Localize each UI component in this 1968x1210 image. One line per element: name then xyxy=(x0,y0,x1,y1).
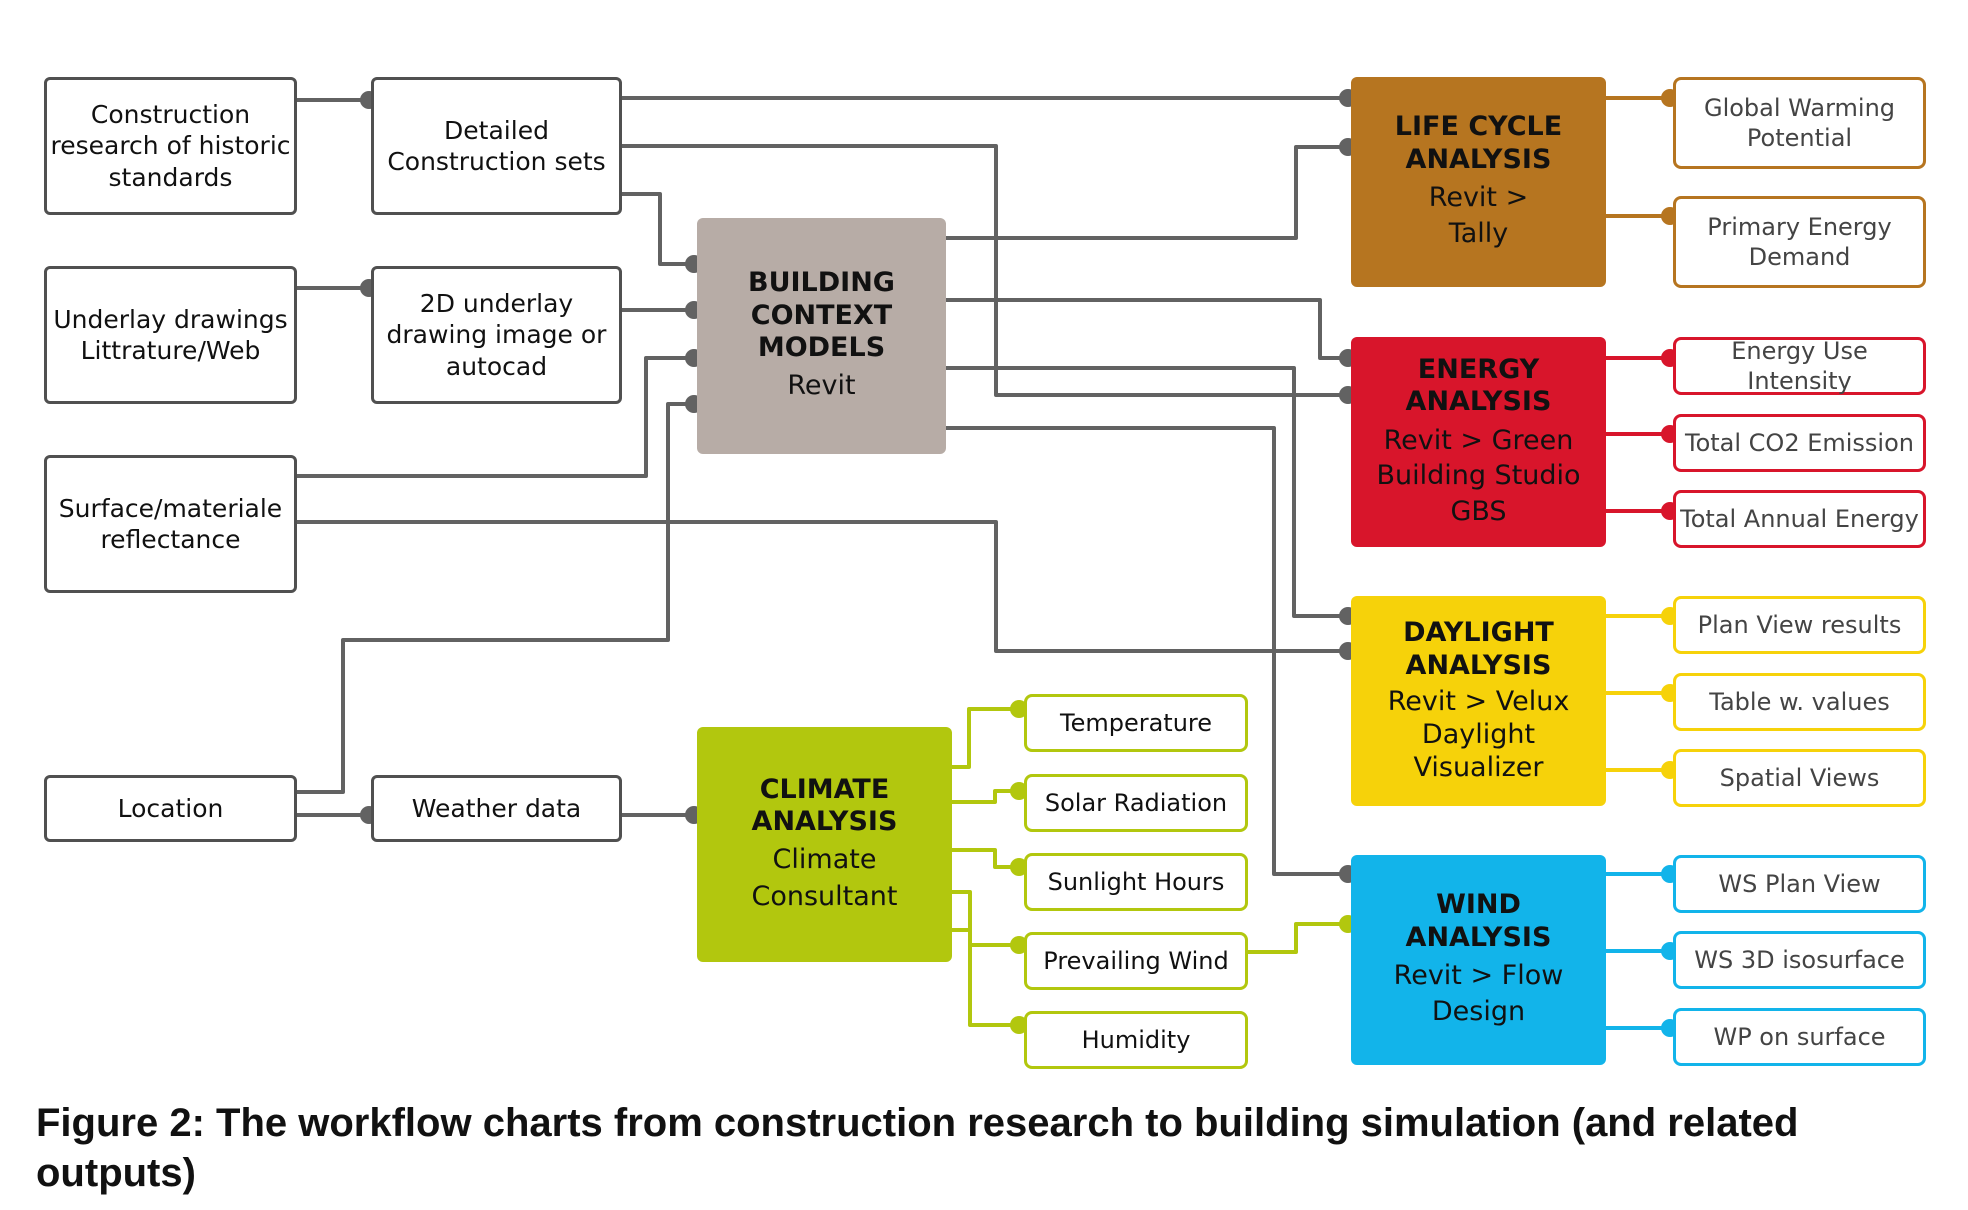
source-underlay-drawings: Underlay drawings Littrature/Web xyxy=(44,266,297,404)
climate-output-prevailing-wind: Prevailing Wind xyxy=(1024,932,1248,990)
climate-output-solar-radiation: Solar Radiation xyxy=(1024,774,1248,832)
connector-climate-temperature xyxy=(946,707,1019,769)
wind-analysis-tool: Revit > Flow Design xyxy=(1393,959,1564,1028)
life-cycle-analysis-node: LIFE CYCLE ANALYSIS Revit > Tally xyxy=(1351,77,1606,287)
output-ws-3d-isosurface: WS 3D isosurface xyxy=(1673,931,1926,989)
source-location: Location xyxy=(44,775,297,842)
life-cycle-tool: Revit > Tally xyxy=(1428,181,1529,250)
wind-analysis-node: WIND ANALYSIS Revit > Flow Design xyxy=(1351,855,1606,1065)
output-table-values: Table w. values xyxy=(1673,673,1926,731)
output-primary-energy-demand: Primary Energy Demand xyxy=(1673,196,1926,288)
output-ws-plan-view: WS Plan View xyxy=(1673,855,1926,913)
daylight-analysis-title: DAYLIGHT ANALYSIS xyxy=(1403,617,1554,681)
output-spatial-views: Spatial Views xyxy=(1673,749,1926,807)
daylight-analysis-tool: Revit > Velux Daylight Visualizer xyxy=(1387,685,1570,783)
connector-location-building xyxy=(297,402,694,794)
connector-building-lifecycle xyxy=(946,145,1348,240)
output-global-warming-potential: Global Warming Potential xyxy=(1673,77,1926,169)
source-surface-reflectance: Surface/materiale reflectance xyxy=(44,455,297,593)
connector-climate-solar xyxy=(946,789,1019,804)
climate-output-humidity: Humidity xyxy=(1024,1011,1248,1069)
climate-output-sunlight-hours: Sunlight Hours xyxy=(1024,853,1248,911)
source-construction-research: Construction research of historic standa… xyxy=(44,77,297,215)
climate-analysis-tool: Climate Consultant xyxy=(751,844,898,912)
source-2d-underlay-drawing: 2D underlay drawing image or autocad xyxy=(371,266,622,404)
energy-analysis-tool: Revit > Green Building Studio GBS xyxy=(1376,424,1581,528)
figure-caption: Figure 2: The workflow charts from const… xyxy=(36,1101,1799,1195)
building-context-models-node: BUILDING CONTEXT MODELS Revit xyxy=(697,218,946,454)
connector-building-daylight xyxy=(946,366,1348,618)
daylight-analysis-node: DAYLIGHT ANALYSIS Revit > Velux Daylight… xyxy=(1351,596,1606,806)
connector-climate-sunlight xyxy=(946,848,1019,869)
connector-prevailingwind-wind xyxy=(1240,922,1348,954)
connector-surface-daylight xyxy=(297,520,1348,653)
connector-building-wind xyxy=(946,426,1348,876)
junction-dot xyxy=(1010,782,1028,800)
source-detailed-construction-sets: Detailed Construction sets xyxy=(371,77,622,215)
connector-detailed-building xyxy=(622,192,694,266)
output-total-annual-energy: Total Annual Energy xyxy=(1673,490,1926,548)
energy-analysis-node: ENERGY ANALYSIS Revit > Green Building S… xyxy=(1351,337,1606,547)
junction-dot xyxy=(1010,700,1028,718)
connector-climate-wind xyxy=(946,890,1019,947)
connector-surface-building xyxy=(297,356,694,478)
life-cycle-title: LIFE CYCLE ANALYSIS xyxy=(1394,111,1563,175)
connector-climate-humidity xyxy=(946,928,1019,1027)
connector-building-energy xyxy=(946,298,1348,360)
connector-detailed-energy xyxy=(622,144,1348,397)
climate-analysis-node: CLIMATE ANALYSIS Climate Consultant xyxy=(697,727,952,962)
output-wp-on-surface: WP on surface xyxy=(1673,1008,1926,1066)
energy-analysis-title: ENERGY ANALYSIS xyxy=(1405,353,1552,418)
output-plan-view-results: Plan View results xyxy=(1673,596,1926,654)
source-weather-data: Weather data xyxy=(371,775,622,842)
building-context-title: BUILDING CONTEXT MODELS xyxy=(748,267,895,363)
wind-analysis-title: WIND ANALYSIS xyxy=(1405,889,1552,953)
climate-analysis-title: CLIMATE ANALYSIS xyxy=(751,773,898,838)
output-energy-use-intensity: Energy Use Intensity xyxy=(1673,337,1926,395)
junction-dot xyxy=(1010,1016,1028,1034)
climate-output-temperature: Temperature xyxy=(1024,694,1248,752)
junction-dot xyxy=(1010,858,1028,876)
output-total-co2-emission: Total CO2 Emission xyxy=(1673,414,1926,472)
junction-dot xyxy=(1010,936,1028,954)
building-context-tool: Revit xyxy=(787,370,856,402)
